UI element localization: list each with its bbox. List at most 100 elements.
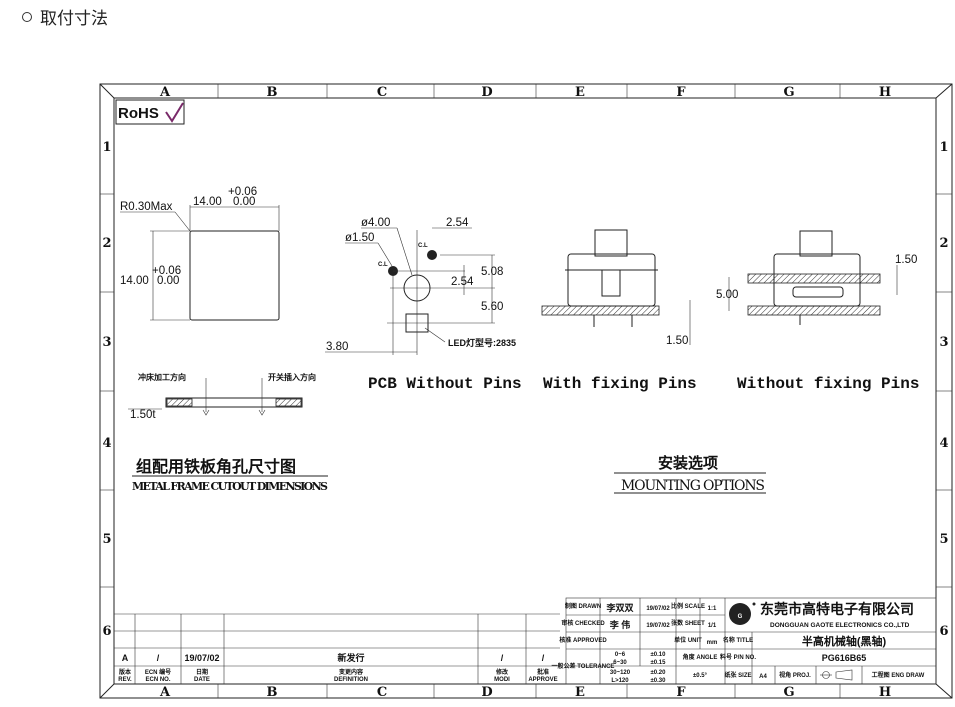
pcb-footprint: ø4.00 ø1.50 C.L C.L 2.54 5.08 2.54 5.60 … [325,217,522,393]
drawing-label: DEFINITION [334,677,368,683]
drawing-label: 19/07/02 [646,606,670,612]
drawing-label: 0.00 [233,196,255,208]
projection-symbol-icon [820,669,853,681]
drawing-label: C.L [418,243,428,249]
column-label: A [159,85,171,100]
drawing-label: 角度 ANGLE [683,653,718,661]
company-logo-icon: G [729,603,751,625]
column-label: A [159,685,171,700]
drawing-label: 比例 SCALE [671,602,705,610]
drawing-label: DONGGUAN GAOTE ELECTRONICS CO.,LTD [770,622,910,629]
drawing-label: 0~6 [615,652,626,658]
drawing-label: C.L [378,262,388,268]
drawing-label: 修改 [495,668,509,676]
drawing-label: ±0.15 [651,660,667,666]
drawing-label: 1/1 [708,623,717,629]
drawing-label: 0.00 [157,275,179,287]
drawing-label: 变更内容 [339,668,363,676]
column-label: G [783,685,794,700]
drawing-label: 半高机械轴(黑轴) [802,634,887,648]
drawing-label: 名称 TITLE [723,636,753,644]
drawing-label: 李 伟 [609,619,631,630]
drawing-label: PCB Without Pins [368,375,522,393]
drawing-label: 核准 APPROVED [559,636,607,644]
drawing-label: 1.50 [666,335,688,347]
drawing-label: LED灯型号:2835 [448,337,516,348]
drawing-label: 纸张 SIZE [724,671,751,679]
column-label: B [267,685,278,700]
drawing-label: 1:1 [708,606,717,612]
drawing-label: / [157,653,160,663]
drawing-label: ±0.30 [651,678,667,684]
drawing-label: ±0.5° [693,673,708,679]
drawing-label: 1.50t [130,409,156,421]
drawing-label: 1.50 [895,254,917,266]
column-label: C [377,85,387,100]
drawing-label: 5.08 [481,266,503,278]
row-label: 2 [102,236,111,251]
rohs-badge: RoHS [115,99,185,125]
drawing-label: 组配用铁板角孔尺寸图 [136,457,296,476]
drawing-label: 14.00 [120,275,149,287]
drawing-label: ø1.50 [345,232,374,244]
drawing-label: MOUNTING OPTIONS [621,478,765,494]
drawing-label: 安装选项 [658,454,718,472]
drawing-label: 一般公差 TOLERANCE [552,662,615,670]
drawing-label: 新发行 [337,652,364,663]
drawing-label: REV. [118,677,132,683]
column-label: D [481,685,492,700]
drawing-label: 5.60 [481,301,503,313]
row-label: 2 [939,236,948,251]
drawing-label: ECN NO. [145,677,170,683]
column-label: D [481,85,492,100]
drawing-label: 李双双 [605,602,633,613]
row-label: 4 [102,436,111,451]
drawing-label: 东莞市高特电子有限公司 [760,601,914,617]
mount-with-pins: 1.50 With fixing Pins [541,229,697,393]
drawing-label: 2.54 [451,276,474,288]
drawing-label: 3.80 [326,341,348,353]
drawing-label: RoHS [118,105,159,122]
column-label: E [575,85,585,100]
drawing-label: ø4.00 [361,217,390,229]
drawing-label: 审核 CHECKED [561,619,605,627]
section-heading: 取付寸法 [22,4,108,29]
drawing-label: 6~30 [613,660,627,666]
row-label: 6 [102,624,111,639]
drawing-label: 19/07/02 [646,623,670,629]
drawing-label: 日期 [196,668,208,676]
row-label: 6 [939,624,948,639]
row-label: 3 [102,335,111,350]
drawing-label: Without fixing Pins [737,375,919,393]
drawing-label: ±0.10 [651,652,667,658]
drawing-label: 14.00 [193,196,222,208]
row-label: 1 [102,140,111,155]
drawing-label: METAL FRAME CUTOUT DIMENSIONS [132,480,328,493]
row-label: 5 [102,532,111,547]
drawing-label: 2.54 [446,217,469,229]
drawing-label: 冲床加工方向 [138,372,186,382]
drawing-label: APPROVE [528,677,557,683]
row-label: 4 [939,436,948,451]
section-title: 取付寸法 [40,9,108,29]
drawing-label: PG616B65 [822,653,867,663]
drawing-label: 开关插入方向 [268,372,316,382]
column-label: H [879,85,891,100]
drawing-label: A [122,653,129,663]
drawing-label: 5.00 [716,289,738,301]
column-label: E [575,685,585,700]
drawing-label: 批准 [537,668,549,676]
column-label: B [267,85,278,100]
drawing-label: ECN 编号 [145,668,171,676]
row-label: 3 [939,335,948,350]
drawing-frame: A B C D E F G H A B C D E F G H 1 2 3 4 … [99,83,953,700]
cutout-drawing: R0.30Max 14.00 +0.06 0.00 14.00 +0.06 0.… [120,186,328,493]
drawing-label: / [501,653,504,663]
drawing-label: 19/07/02 [184,653,219,663]
column-label: C [377,685,387,700]
drawing-label: 版本 [118,668,132,676]
circle-bullet-icon [22,11,32,22]
drawing-label: With fixing Pins [543,375,697,393]
